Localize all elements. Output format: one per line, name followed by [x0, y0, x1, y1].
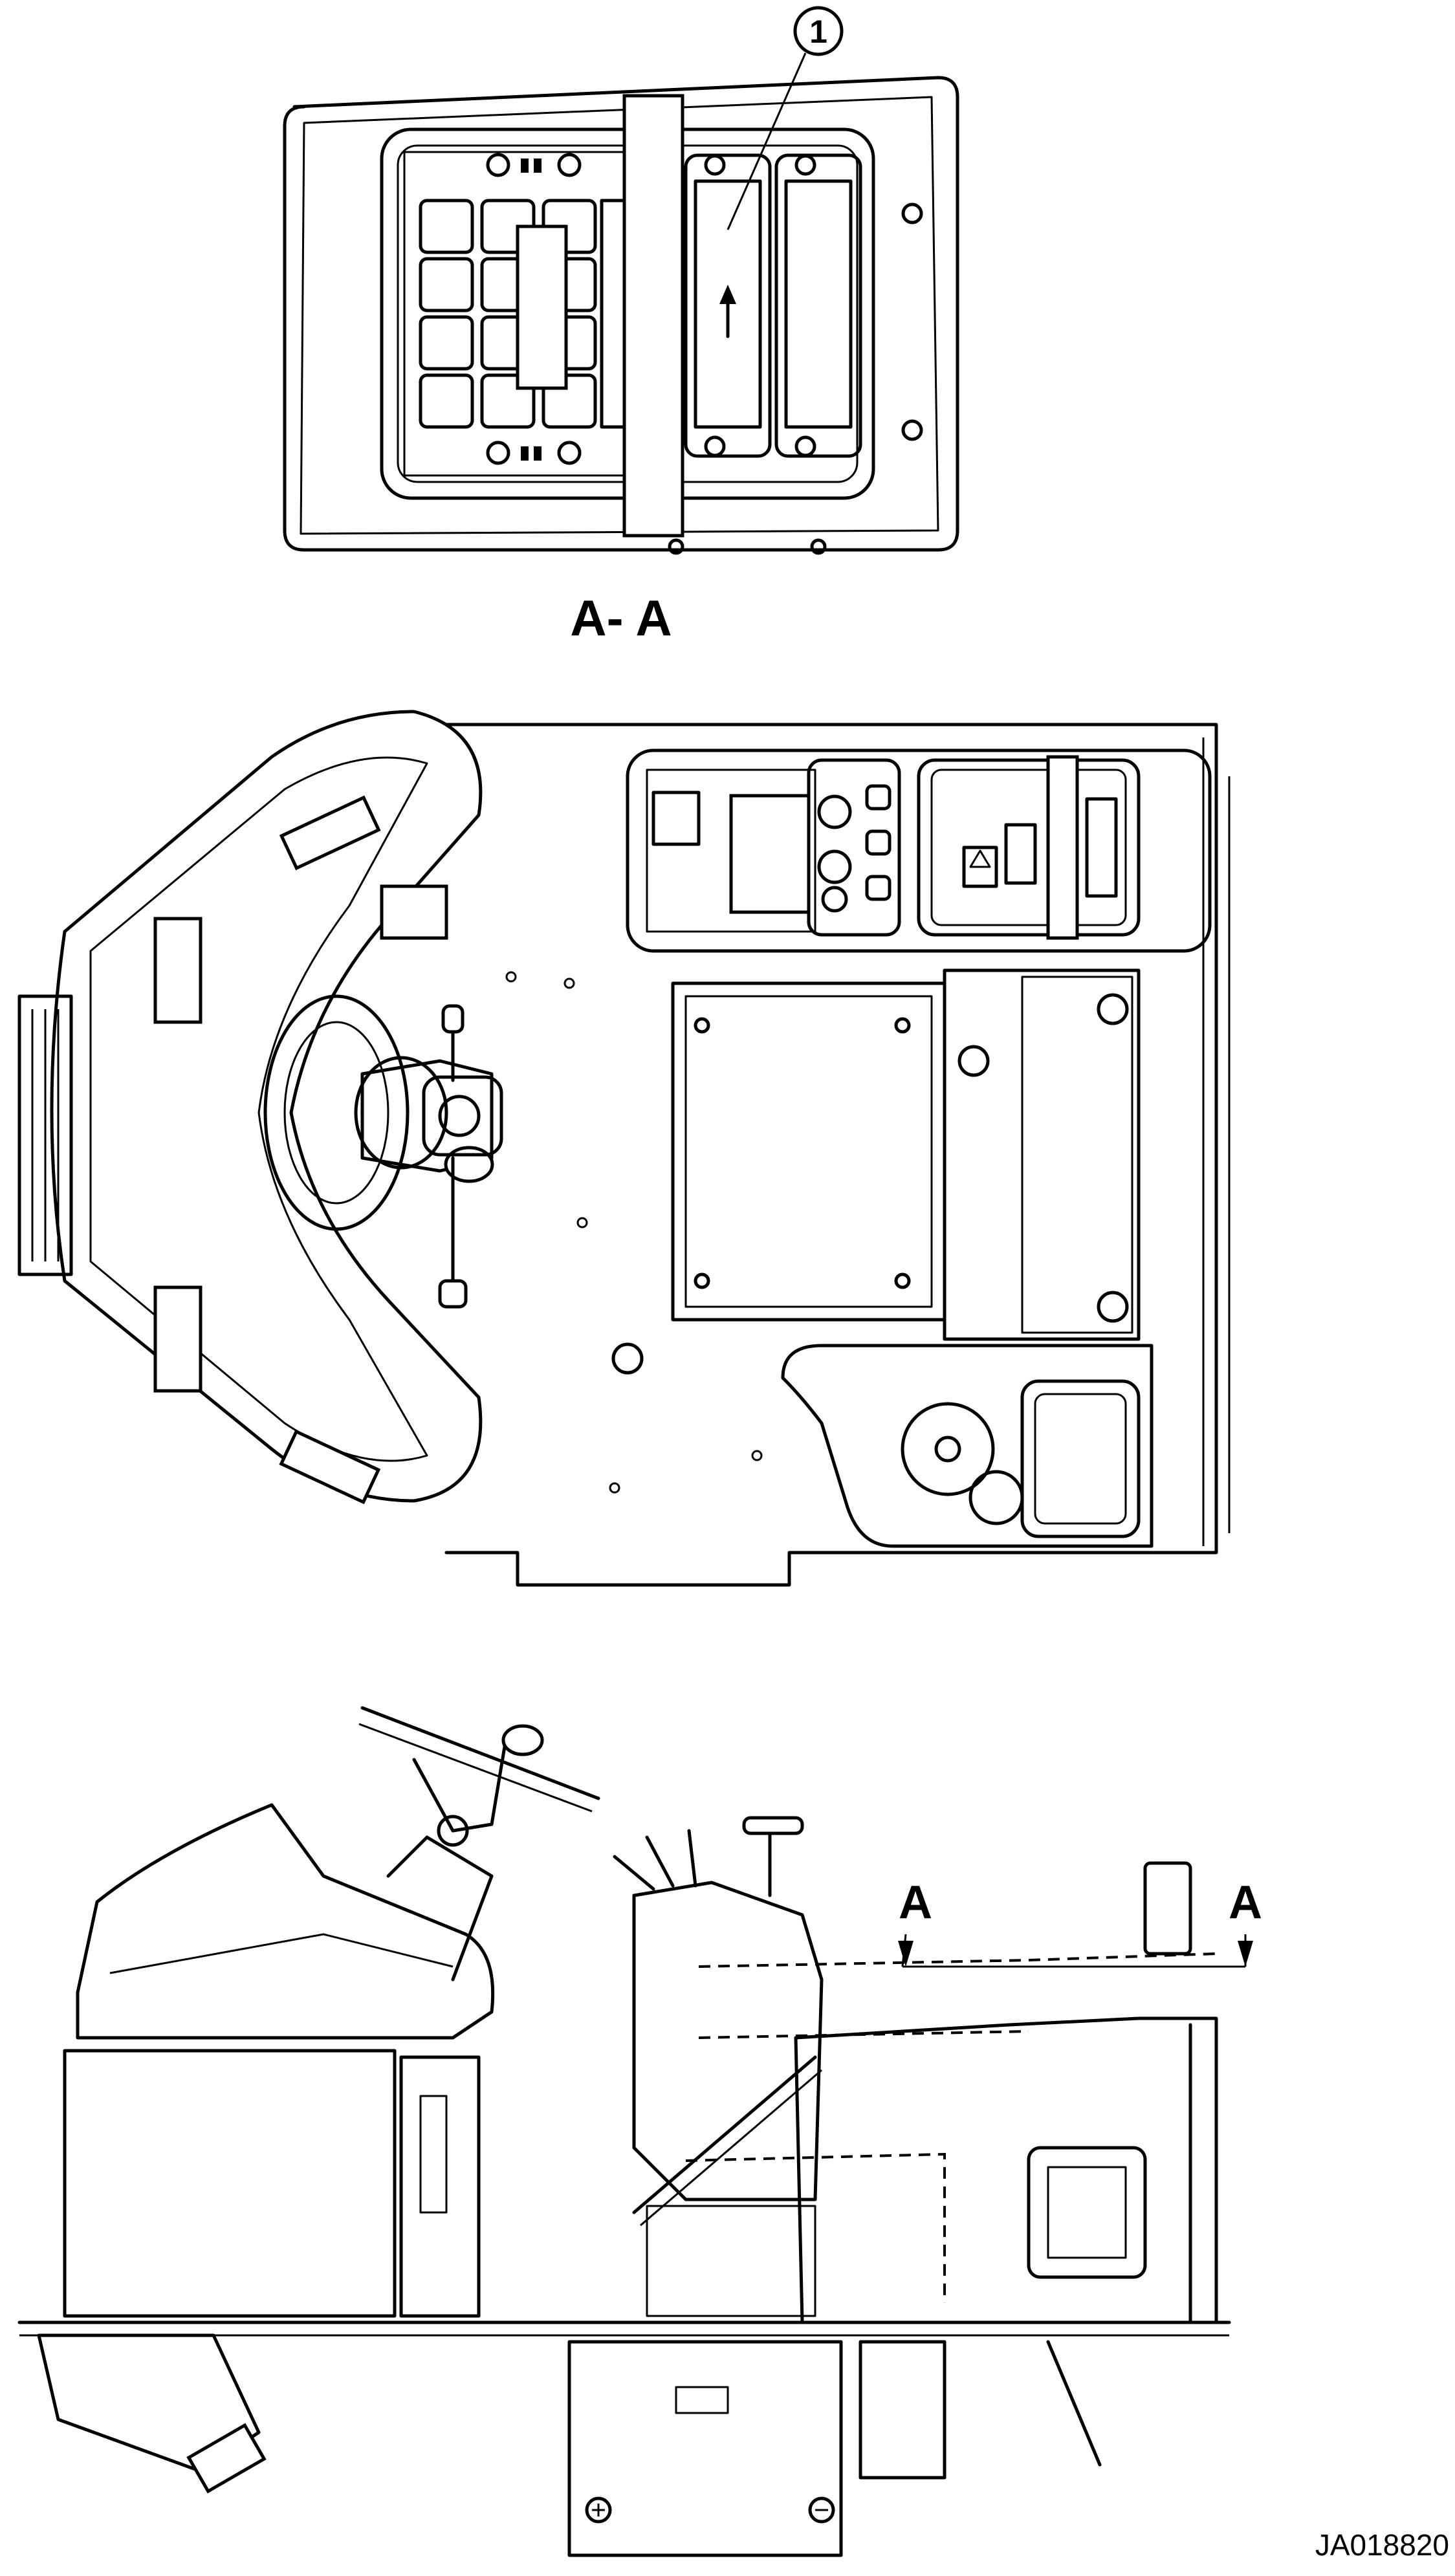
callout-1: 1 — [793, 6, 844, 56]
section-view-label: A- A — [570, 589, 672, 646]
plan-view — [17, 710, 1231, 1587]
callout-1-number: 1 — [809, 14, 827, 50]
section-a-a-view: 1 — [283, 6, 959, 555]
section-mark-right: A — [1229, 1877, 1262, 1928]
drawing-code: JA018820 — [1315, 2528, 1449, 2562]
item-1-component — [684, 153, 862, 458]
fuse-grid — [419, 153, 642, 465]
section-mark-left: A — [899, 1877, 932, 1928]
side-elevation-view: A A — [17, 1706, 1262, 2557]
